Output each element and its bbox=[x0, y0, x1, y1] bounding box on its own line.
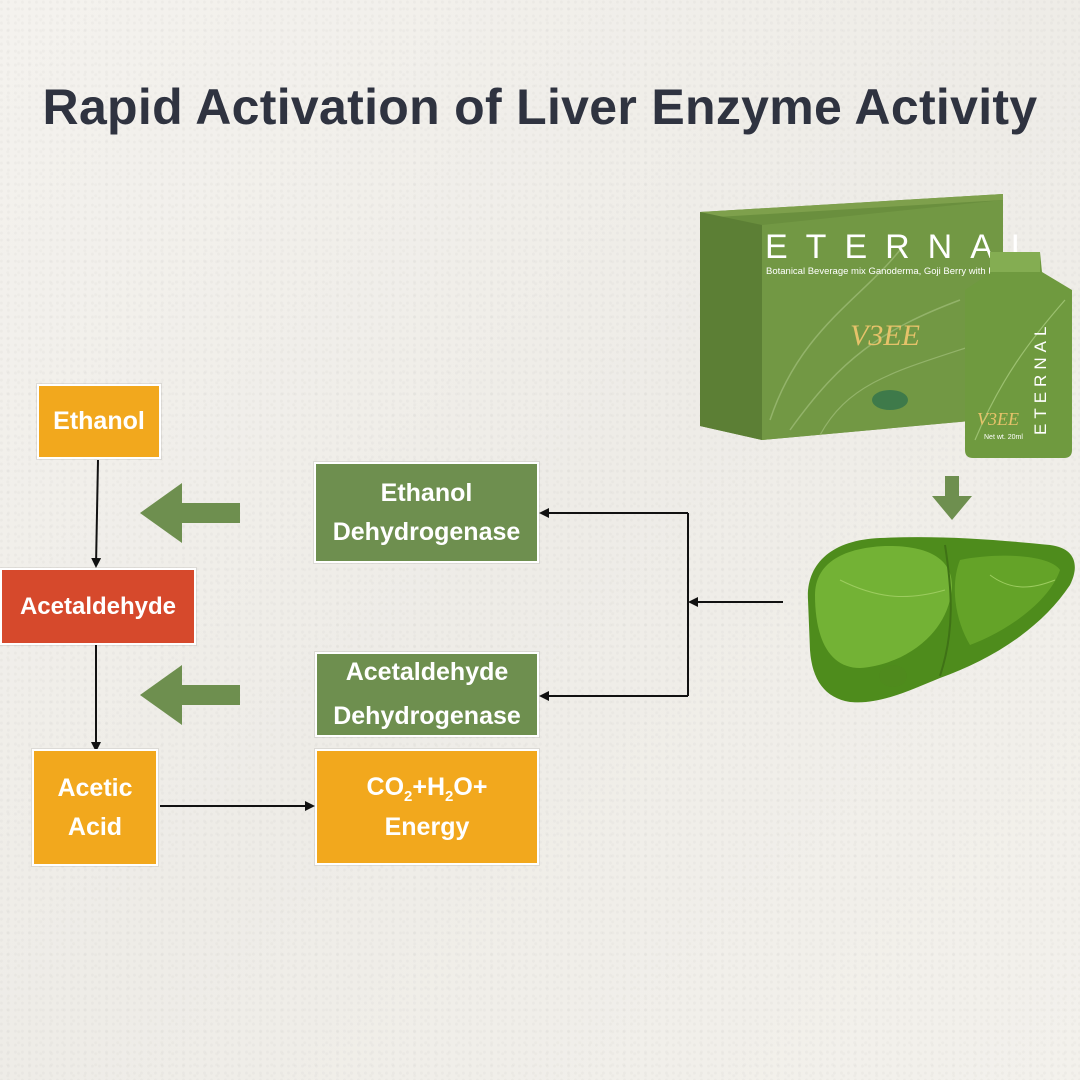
acetic-acid-label-line1: Acetic bbox=[57, 773, 133, 802]
aldh-label-line2: Dehydrogenase bbox=[333, 701, 521, 730]
energy-label: Energy bbox=[384, 812, 470, 841]
aldh-label-line1: Acetaldehyde bbox=[345, 657, 509, 686]
h2o-text: +H bbox=[412, 772, 446, 801]
adh-label-line2: Dehydrogenase bbox=[332, 517, 521, 546]
green-arrow-upper bbox=[140, 483, 240, 543]
page-title: Rapid Activation of Liver Enzyme Activit… bbox=[42, 79, 1038, 135]
green-arrow-down bbox=[932, 476, 972, 520]
acetic-acid-label-line2: Acid bbox=[67, 812, 123, 841]
co2-subscript: 2 bbox=[404, 787, 413, 805]
box-subtitle-text: Botanical Beverage mix Ganoderma, Goji B… bbox=[766, 266, 1026, 277]
ethanol-dehydrogenase-box: Ethanol Dehydrogenase bbox=[314, 462, 539, 563]
arrow-ethanol-to-acetaldehyde bbox=[91, 459, 102, 568]
sachet-image bbox=[965, 252, 1072, 458]
sachet-net-text: Net wt. 20ml bbox=[984, 434, 1023, 441]
co2-text: CO bbox=[366, 772, 405, 801]
liver-image bbox=[807, 537, 1075, 703]
sachet-logo: V3EE bbox=[977, 409, 1019, 429]
product-box-image bbox=[700, 194, 1003, 440]
acetaldehyde-label: Acetaldehyde bbox=[19, 592, 177, 620]
h2o-subscript: 2 bbox=[445, 787, 454, 805]
acetaldehyde-dehydrogenase-box: Acetaldehyde Dehydrogenase bbox=[315, 652, 539, 737]
products-box: CO2+H2O+ Energy bbox=[315, 749, 539, 865]
ethanol-label: Ethanol bbox=[53, 407, 145, 436]
adh-label-line1: Ethanol bbox=[380, 478, 473, 507]
o-plus-text: O+ bbox=[453, 772, 488, 801]
box-brand-text: ETERNAL bbox=[765, 228, 1048, 266]
products-formula: CO2+H2O+ bbox=[367, 768, 488, 808]
sachet-brand-text: ETERNAL bbox=[1031, 322, 1050, 435]
green-arrow-lower bbox=[140, 665, 240, 725]
box-logo: V3EE bbox=[850, 319, 920, 352]
acetic-acid-box: Acetic Acid bbox=[32, 749, 158, 866]
ethanol-box: Ethanol bbox=[37, 384, 161, 459]
acetaldehyde-box: Acetaldehyde bbox=[0, 568, 196, 645]
